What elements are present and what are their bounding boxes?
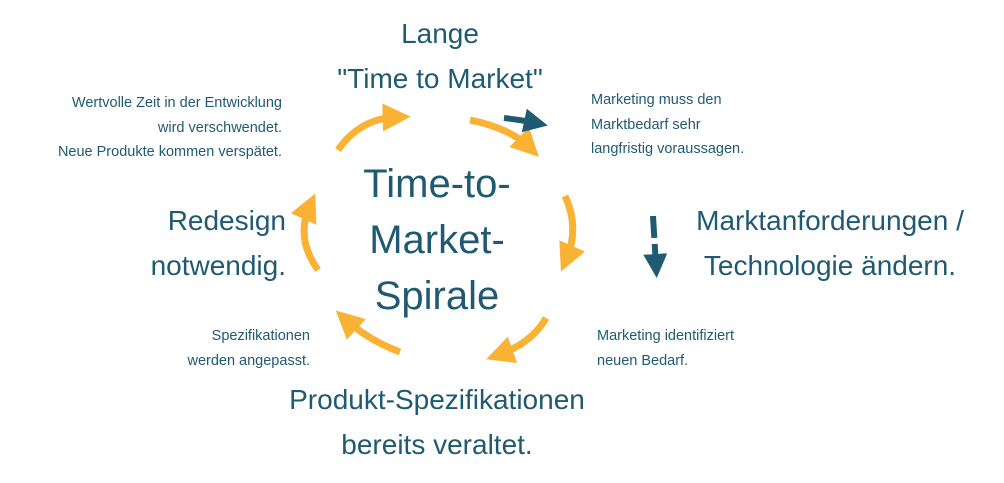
note-top-right-line-1: Marketing muss den <box>591 92 722 108</box>
dark-arrow-right <box>643 215 668 278</box>
center-title-line-2: Market- <box>369 218 505 262</box>
note-bottom-left: Spezifikationen werden angepasst. <box>130 324 310 373</box>
note-top-left-line-3: Neue Produkte kommen verspätet. <box>57 144 282 161</box>
stage-left: Redesign notwendig. <box>96 199 286 289</box>
dark-arrow-top <box>503 108 548 133</box>
note-bottom-right-line-2: neuen Bedarf. <box>597 352 689 369</box>
stage-bottom: Produkt-Spezifikationen bereits veraltet… <box>262 378 612 468</box>
stage-right: Marktanforderungen / Technologie ändern. <box>680 199 980 289</box>
stage-bottom-line-2: bereits veraltet. <box>341 428 533 460</box>
stage-left-line-1: Redesign <box>167 205 286 236</box>
note-top-left-line-2: wird verschwendet. <box>157 119 282 136</box>
stage-top-line-1: Lange <box>401 18 479 49</box>
cycle-arrow-bottom-right <box>486 316 550 364</box>
note-bottom-right-line-1: Marketing identifiziert <box>597 328 734 344</box>
cycle-arrow-top-right <box>469 116 539 157</box>
center-title-line-3: Spirale <box>374 274 500 318</box>
cycle-arrow-right <box>559 194 585 272</box>
cycle-arrow-bottom-left <box>335 310 402 356</box>
note-top-right-line-2: Marktbedarf sehr <box>591 116 701 133</box>
stage-top: Lange "Time to Market" <box>310 12 570 102</box>
center-title-line-1: Time-to- <box>363 162 511 206</box>
note-top-right-line-3: langfristig voraussagen. <box>591 141 745 158</box>
note-bottom-left-line-2: werden angepasst. <box>187 352 310 369</box>
stage-right-line-1: Marktanforderungen / <box>696 205 964 236</box>
stage-left-line-2: notwendig. <box>150 249 286 281</box>
stage-right-line-2: Technologie ändern. <box>703 249 957 281</box>
stage-bottom-line-1: Produkt-Spezifikationen <box>289 384 585 415</box>
cycle-arrow-left <box>290 193 321 273</box>
note-top-left-line-1: Wertvolle Zeit in der Entwicklung <box>71 95 282 111</box>
diagram-center-title: Time-to- Market- Spirale <box>337 156 537 324</box>
note-top-left: Wertvolle Zeit in der Entwicklung wird v… <box>0 91 282 165</box>
note-top-right: Marketing muss den Marktbedarf sehr lang… <box>591 88 744 162</box>
note-bottom-right: Marketing identifiziert neuen Bedarf. <box>597 324 734 373</box>
note-bottom-left-line-1: Spezifikationen <box>211 328 310 344</box>
stage-top-line-2: "Time to Market" <box>337 62 543 94</box>
cycle-arrow-top-left <box>335 103 411 153</box>
